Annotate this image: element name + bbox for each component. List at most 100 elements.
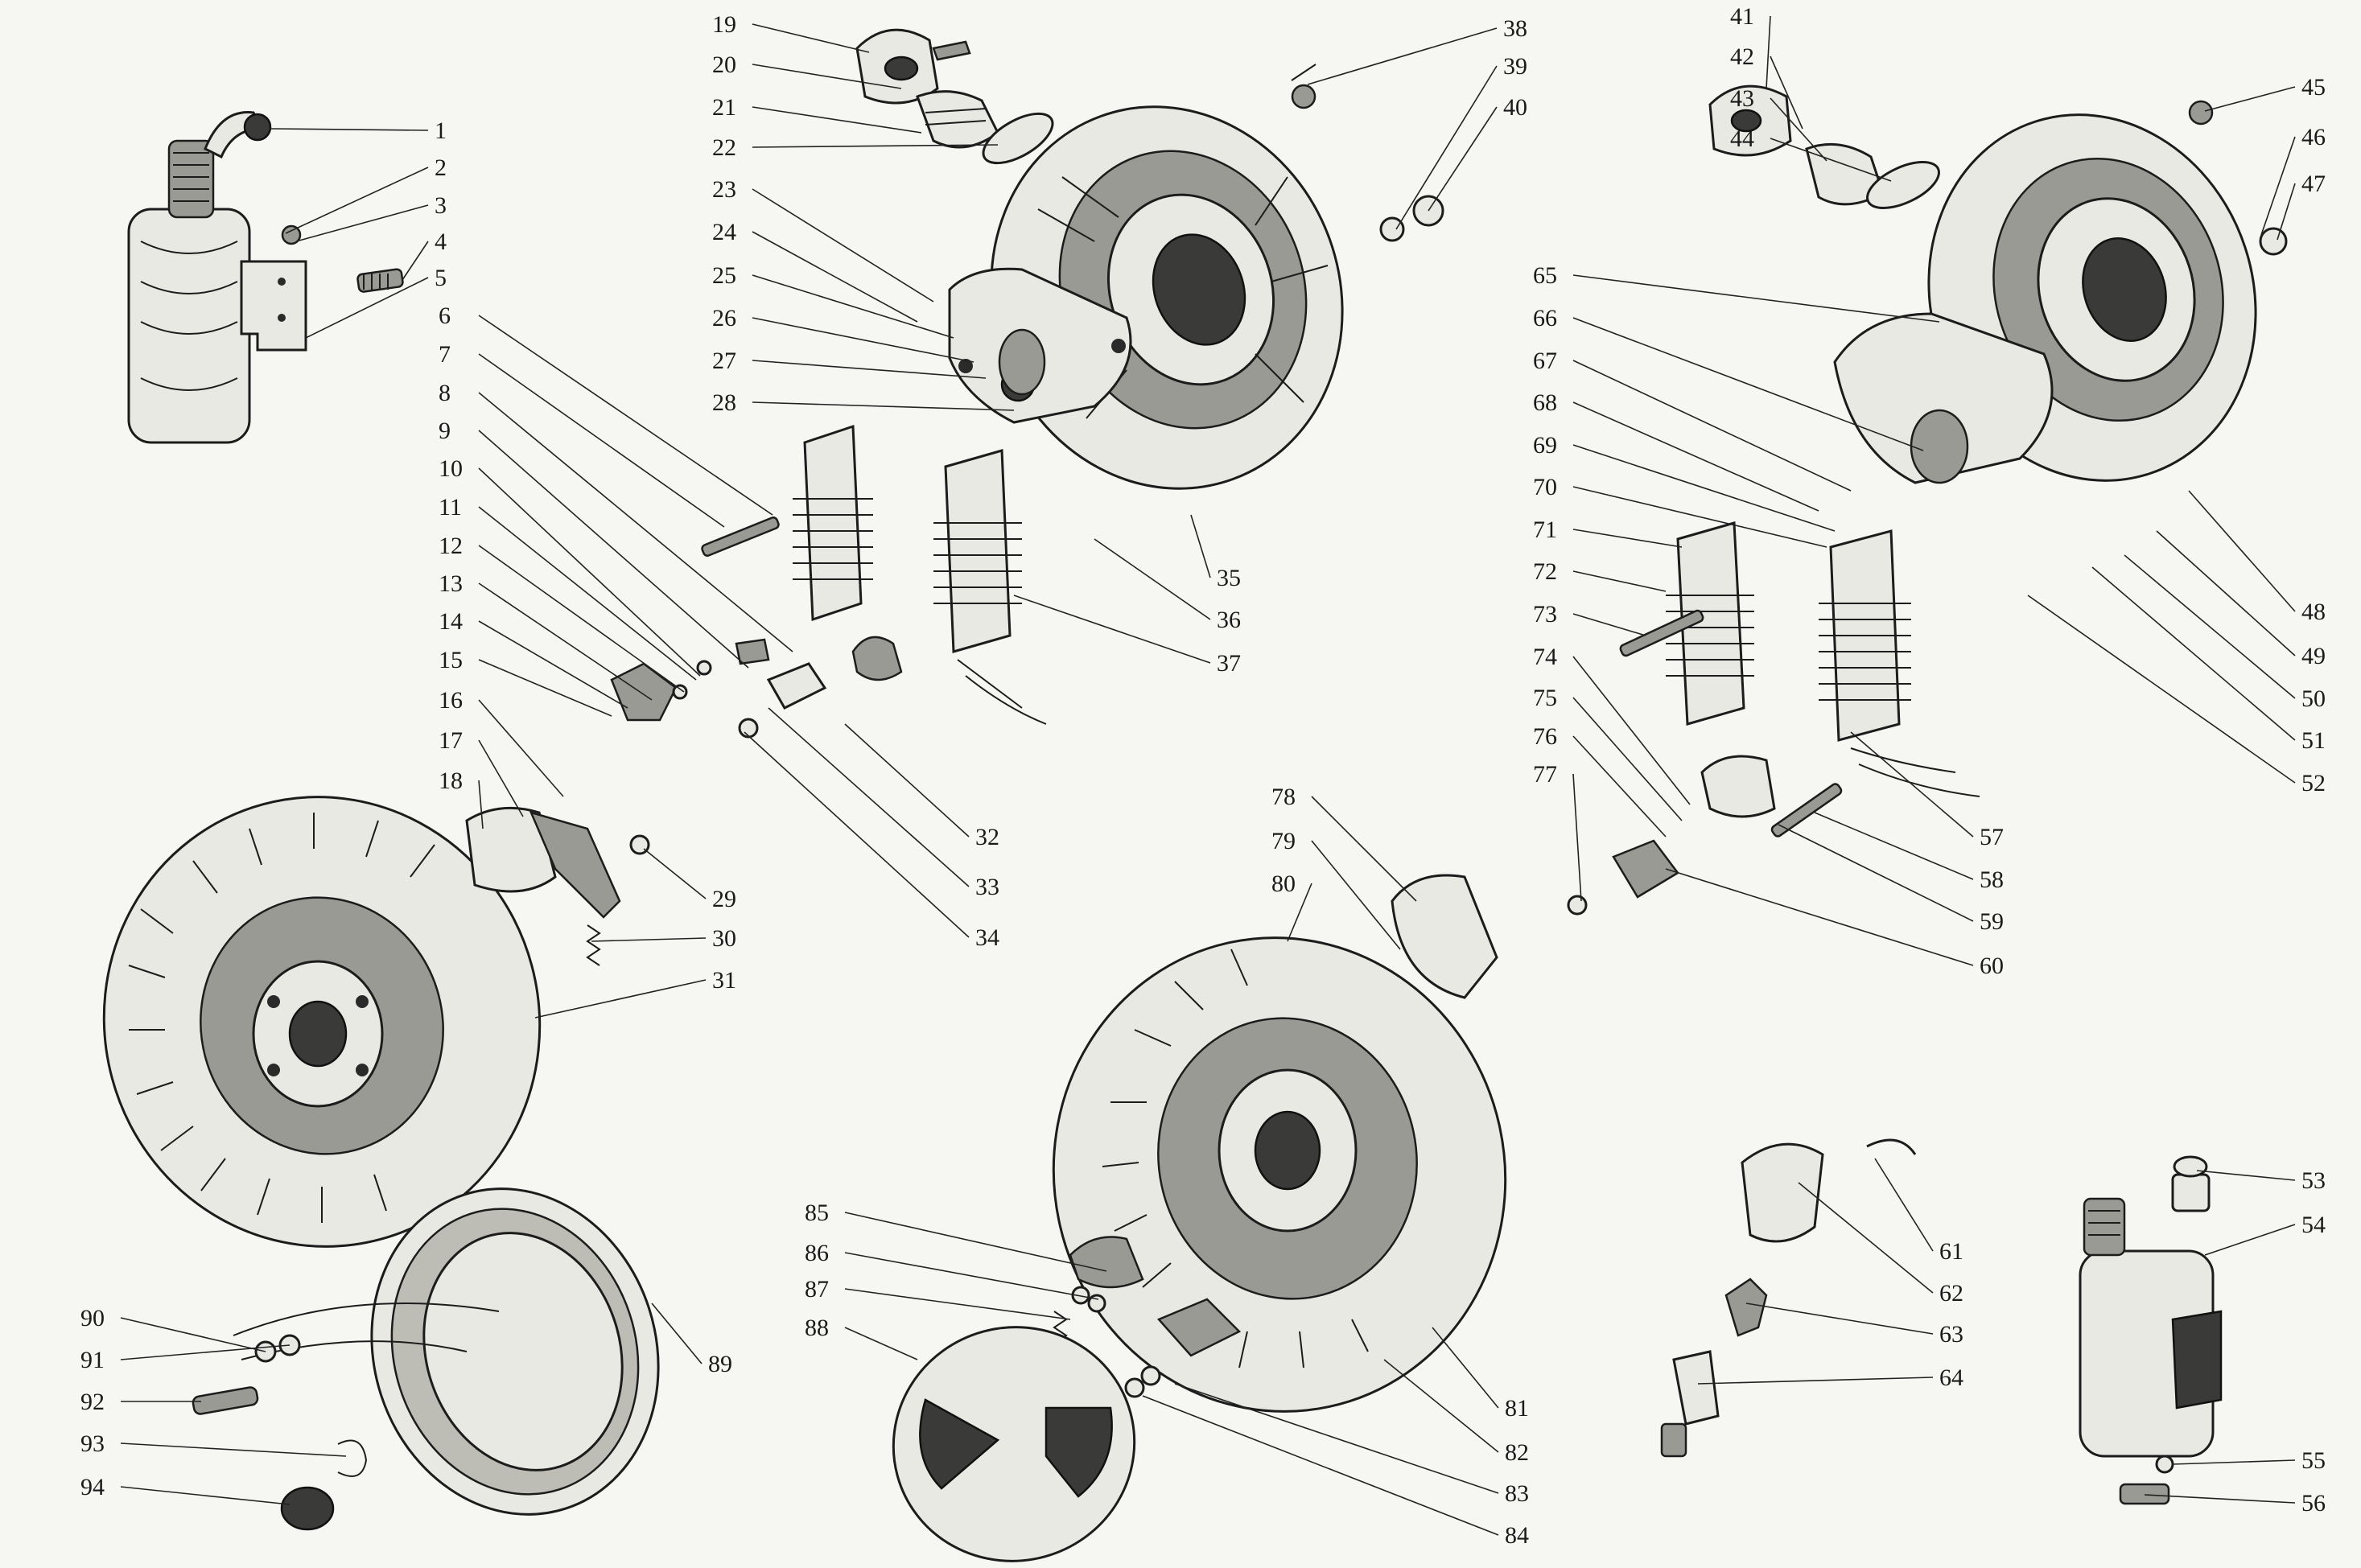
callout-5: 5 <box>435 265 447 291</box>
callout-79: 79 <box>1271 828 1296 854</box>
leader-line-49 <box>2156 530 2296 656</box>
callout-17: 17 <box>439 727 463 754</box>
callout-23: 23 <box>712 176 736 203</box>
callout-94: 94 <box>80 1474 105 1500</box>
callout-52: 52 <box>2301 770 2326 796</box>
leader-line-59 <box>1778 824 1974 922</box>
cover-ring <box>192 1187 660 1531</box>
callout-42: 42 <box>1730 43 1754 70</box>
stator-housing-right <box>1708 84 2288 484</box>
callout-47: 47 <box>2301 171 2326 197</box>
leader-line-88 <box>844 1327 918 1360</box>
leader-line-81 <box>1432 1327 1499 1409</box>
callout-1: 1 <box>435 117 447 144</box>
callout-70: 70 <box>1533 474 1557 500</box>
callout-32: 32 <box>975 824 999 850</box>
leader-line-60 <box>1665 868 1974 966</box>
callout-56: 56 <box>2301 1490 2326 1517</box>
callout-22: 22 <box>712 134 736 161</box>
callout-36: 36 <box>1217 607 1241 633</box>
callout-6: 6 <box>439 302 451 329</box>
leader-line-25 <box>752 274 954 339</box>
callout-93: 93 <box>80 1430 105 1457</box>
leader-line-16 <box>478 699 564 797</box>
callout-76: 76 <box>1533 723 1557 750</box>
callout-45: 45 <box>2301 74 2326 101</box>
callout-4: 4 <box>435 228 447 255</box>
leader-line-57 <box>1850 731 1974 838</box>
leader-line-38 <box>1307 27 1498 85</box>
callout-41: 41 <box>1730 3 1754 30</box>
leader-line-53 <box>2196 1170 2296 1181</box>
callout-65: 65 <box>1533 262 1557 289</box>
leader-line-68 <box>1572 401 1819 512</box>
ignition-coil-left <box>127 111 404 444</box>
callout-48: 48 <box>2301 599 2326 625</box>
leader-line-8 <box>478 392 793 652</box>
callout-49: 49 <box>2301 643 2326 669</box>
callout-58: 58 <box>1980 866 2004 893</box>
leader-line-61 <box>1874 1158 1934 1252</box>
callout-89: 89 <box>708 1351 732 1377</box>
coil-pair-right <box>1567 521 1980 916</box>
callout-18: 18 <box>439 768 463 794</box>
leader-line-46 <box>2260 136 2296 236</box>
leader-line-23 <box>752 188 934 302</box>
callout-13: 13 <box>439 570 463 597</box>
leader-line-34 <box>744 731 970 938</box>
leader-line-73 <box>1572 613 1646 636</box>
leader-line-11 <box>478 506 697 681</box>
leader-line-82 <box>1383 1359 1499 1453</box>
callout-53: 53 <box>2301 1167 2326 1194</box>
leader-line-89 <box>651 1303 703 1364</box>
callout-86: 86 <box>805 1240 829 1266</box>
leader-line-74 <box>1572 656 1691 805</box>
callout-35: 35 <box>1217 565 1241 591</box>
leader-line-94 <box>120 1486 290 1505</box>
spark-plug-assembly <box>1660 1138 1917 1458</box>
leader-line-63 <box>1745 1303 1934 1335</box>
callout-77: 77 <box>1533 761 1557 788</box>
callout-69: 69 <box>1533 432 1557 459</box>
callout-31: 31 <box>712 967 736 994</box>
leader-line-75 <box>1572 697 1683 821</box>
leader-line-36 <box>1094 538 1211 620</box>
leader-line-32 <box>844 723 970 838</box>
leader-line-79 <box>1311 840 1401 950</box>
callout-24: 24 <box>712 219 736 245</box>
callout-30: 30 <box>712 925 736 952</box>
leader-line-5 <box>305 277 429 339</box>
callout-68: 68 <box>1533 389 1557 416</box>
leader-line-86 <box>844 1252 1099 1300</box>
callout-67: 67 <box>1533 348 1557 374</box>
callout-8: 8 <box>439 380 451 406</box>
stator-housing-upper <box>948 105 1344 490</box>
leader-line-70 <box>1572 486 1827 548</box>
callout-64: 64 <box>1939 1364 1963 1391</box>
callout-19: 19 <box>712 11 736 38</box>
flywheel-center <box>1052 874 1507 1413</box>
leader-line-29 <box>643 848 707 899</box>
leader-line-93 <box>120 1442 347 1457</box>
callout-60: 60 <box>1980 953 2004 979</box>
leader-line-19 <box>752 23 870 53</box>
callout-28: 28 <box>712 389 736 416</box>
callout-63: 63 <box>1939 1321 1963 1348</box>
callout-2: 2 <box>435 154 447 181</box>
leader-line-83 <box>1174 1383 1499 1494</box>
leader-line-39 <box>1395 65 1498 230</box>
leader-line-58 <box>1814 812 1974 880</box>
leader-line-42 <box>1770 56 1803 130</box>
callout-38: 38 <box>1503 15 1527 42</box>
callout-40: 40 <box>1503 94 1527 121</box>
leader-line-76 <box>1572 735 1667 838</box>
callout-54: 54 <box>2301 1212 2326 1238</box>
leader-line-66 <box>1572 317 1924 451</box>
leader-line-33 <box>768 707 970 887</box>
leader-line-2 <box>285 167 429 234</box>
callout-11: 11 <box>439 494 462 521</box>
callout-numbers: 1234567891011121314151617181920212223242… <box>80 3 2326 1549</box>
callout-59: 59 <box>1980 908 2004 935</box>
